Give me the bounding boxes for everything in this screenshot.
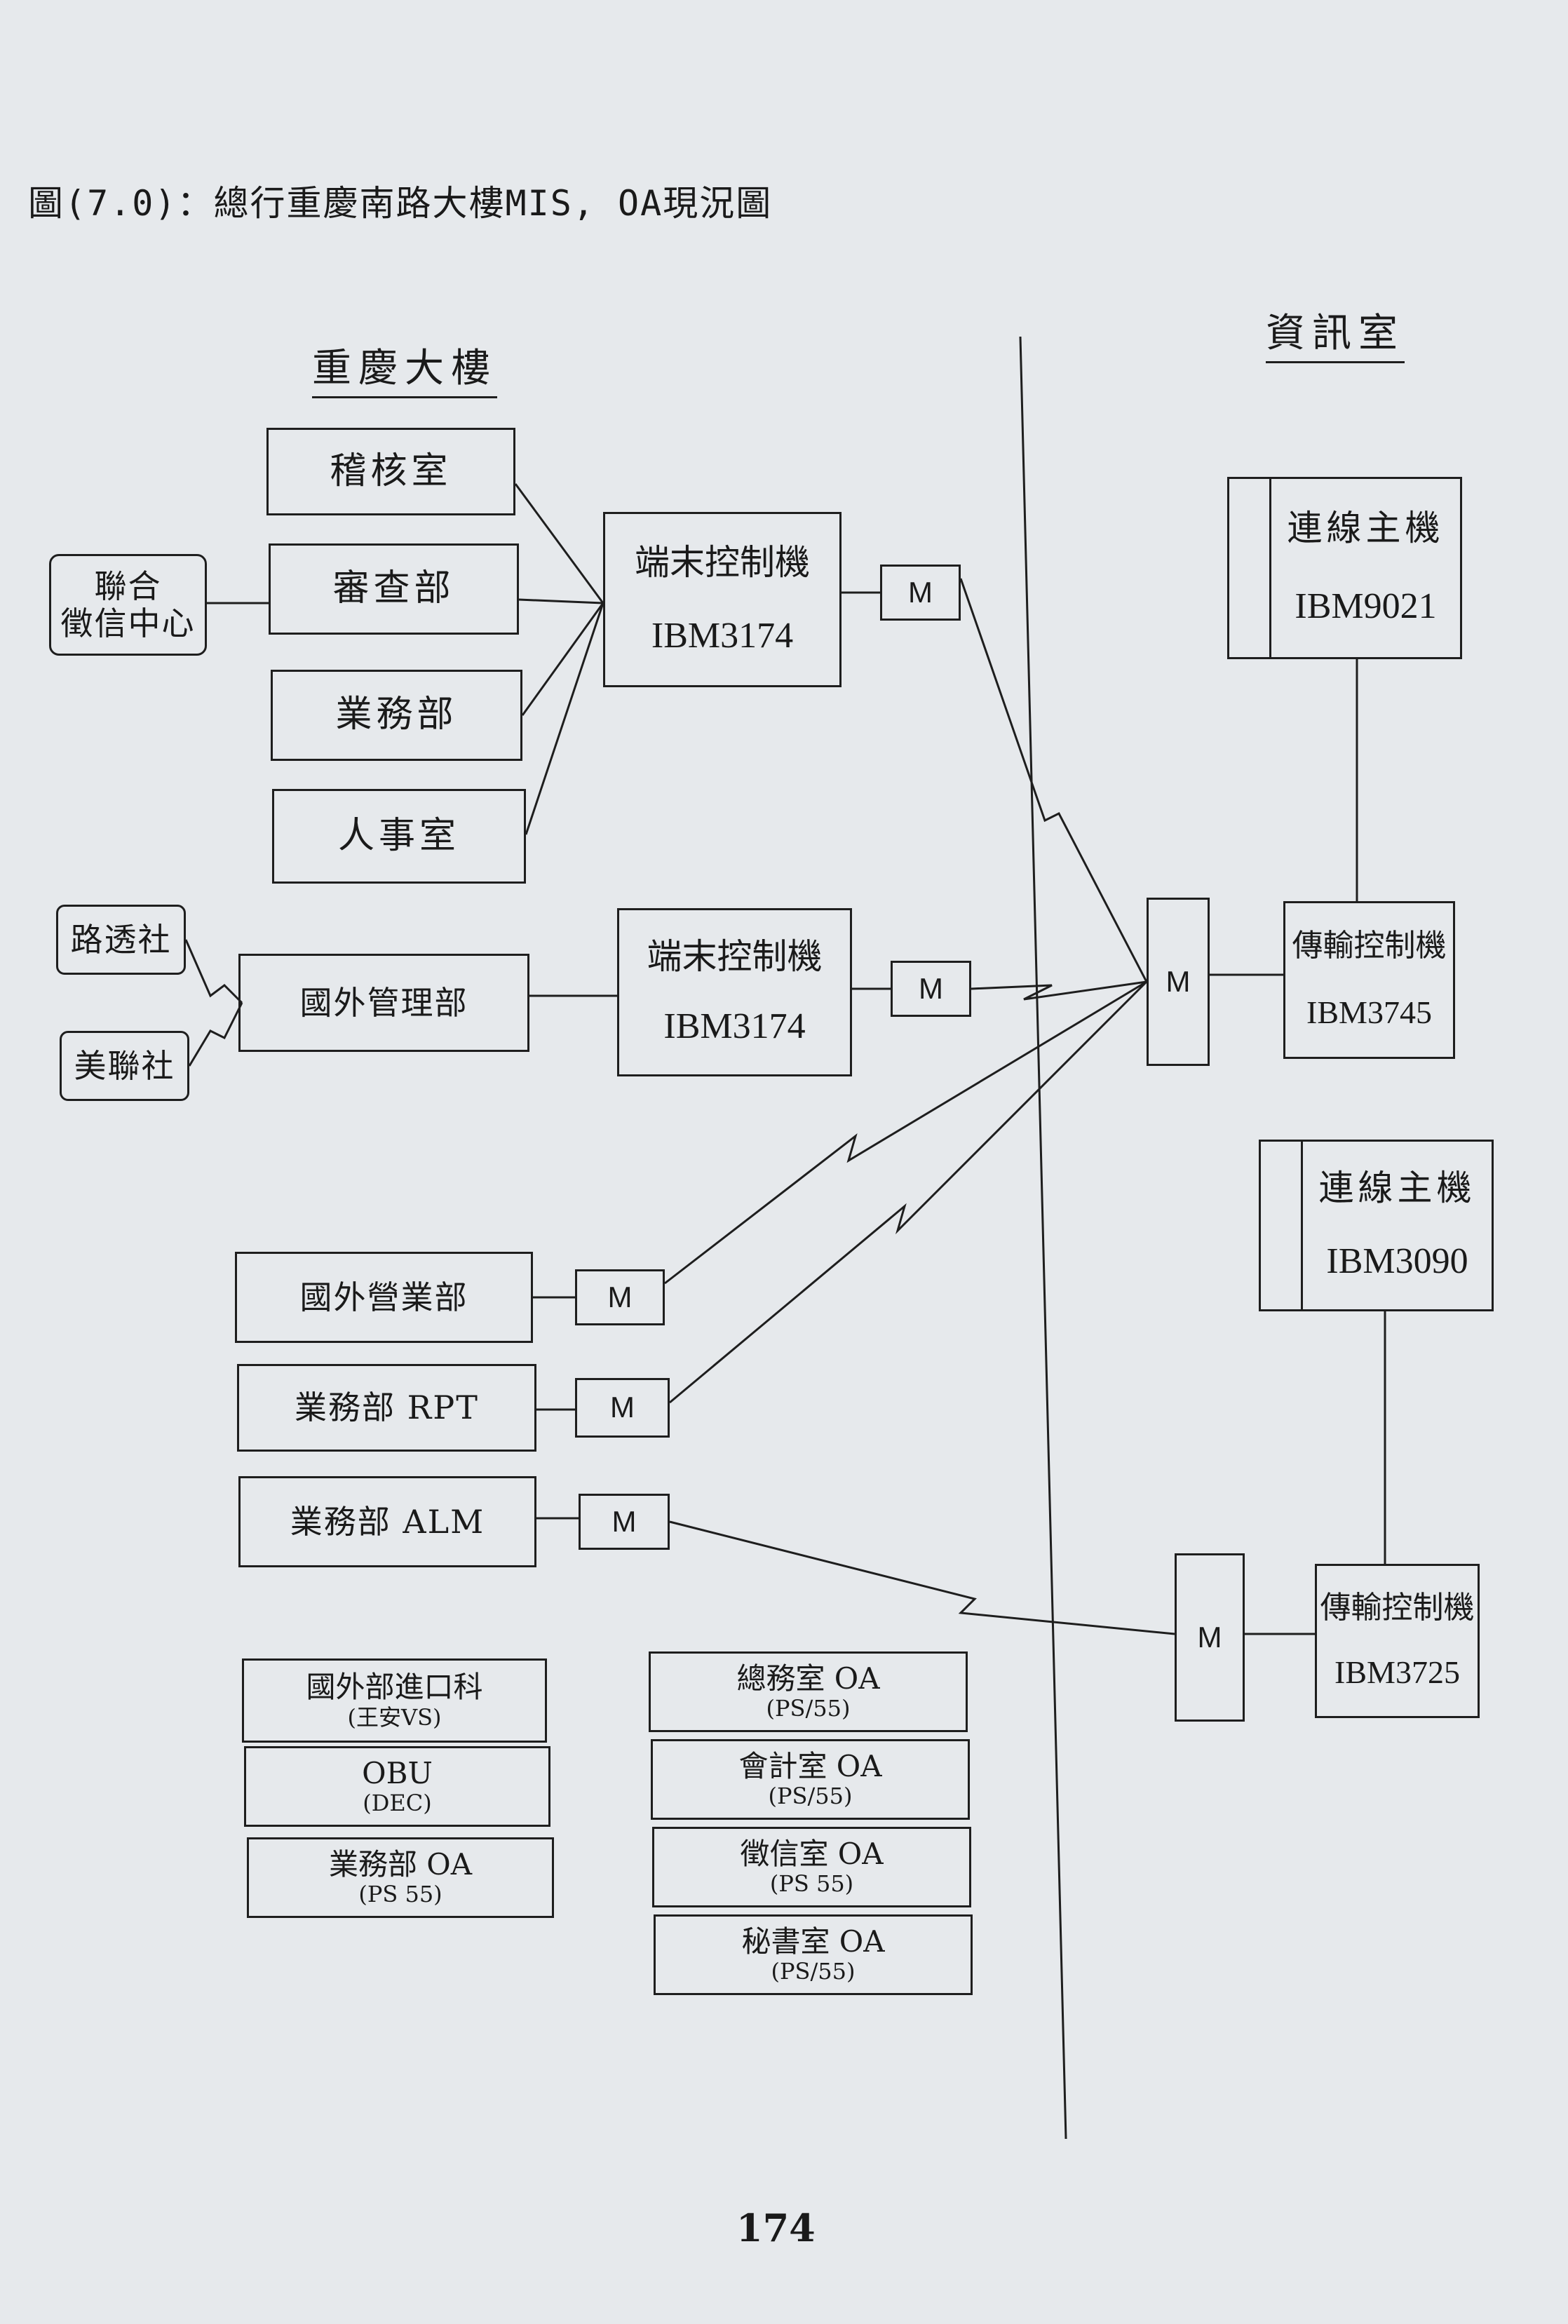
box-lianhe-label: 聯合 徵信中心 xyxy=(60,567,196,642)
oa-box-right-3: 徵信室 OA (PS 55) xyxy=(652,1827,971,1907)
mainframe-2-model: IBM3090 xyxy=(1326,1241,1468,1281)
link-modem1-central xyxy=(959,578,1148,982)
oa-box-left-2-sub: (DEC) xyxy=(363,1790,432,1817)
modem-1-label: M xyxy=(908,575,933,609)
section-label-left: 重慶大樓 xyxy=(312,337,497,398)
oa-box-right-2-name: 會計室 OA xyxy=(738,1748,882,1783)
box-lutou-label: 路透社 xyxy=(70,920,172,959)
oa-box-left-3-sub: (PS 55) xyxy=(358,1881,442,1908)
oa-box-right-2: 會計室 OA (PS/55) xyxy=(651,1739,970,1820)
box-jihe: 稽核室 xyxy=(266,428,515,515)
oa-box-right-4-sub: (PS/55) xyxy=(771,1958,856,1985)
oa-box-right-4-name: 秘書室 OA xyxy=(741,1924,885,1959)
box-guowai-mgmt-label: 國外管理部 xyxy=(299,983,468,1022)
mainframe-1-strip xyxy=(1229,479,1271,657)
oa-box-right-4: 秘書室 OA (PS/55) xyxy=(654,1914,973,1995)
link-lutou-guowai xyxy=(184,939,243,1004)
box-yewu-label: 業務部 xyxy=(335,694,458,736)
box-guowai-ops: 國外營業部 xyxy=(235,1252,533,1343)
oa-box-left-2-name: OBU xyxy=(362,1755,433,1790)
transmission-controller-2: 傳輸控制機 IBM3725 xyxy=(1315,1564,1480,1718)
box-shencha-label: 審查部 xyxy=(332,567,455,610)
terminal-controller-1: 端末控制機 IBM3174 xyxy=(603,512,842,687)
mainframe-2-strip xyxy=(1261,1142,1303,1309)
terminal-controller-2: 端末控制機 IBM3174 xyxy=(617,908,852,1076)
box-jihe-label: 稽核室 xyxy=(330,450,452,492)
modem-1: M xyxy=(880,565,961,621)
modem-5: M xyxy=(579,1494,670,1550)
link-rpt-central xyxy=(669,980,1148,1404)
terminal-controller-2-model: IBM3174 xyxy=(663,1006,806,1047)
transmission-controller-1-name: 傳輸控制機 xyxy=(1292,927,1447,964)
mainframe-1-name: 連線主機 xyxy=(1287,508,1445,549)
box-guowai-ops-label: 國外營業部 xyxy=(299,1278,468,1316)
link-renshi-ctrl1 xyxy=(525,602,604,835)
terminal-controller-2-name: 端末控制機 xyxy=(647,936,823,978)
link-alm-central2 xyxy=(669,1520,1175,1635)
box-yewu-rpt: 業務部 RPT xyxy=(237,1364,536,1452)
section-label-right: 資訊室 xyxy=(1266,302,1405,363)
box-yewu-alm-label: 業務部 ALM xyxy=(290,1502,485,1541)
modem-2: M xyxy=(891,961,971,1017)
box-yewu-rpt-label: 業務部 RPT xyxy=(295,1389,479,1427)
box-meilian-label: 美聯社 xyxy=(74,1046,175,1085)
mainframe-2: 連線主機 IBM3090 xyxy=(1259,1140,1494,1311)
oa-box-right-3-sub: (PS 55) xyxy=(769,1870,854,1898)
box-lianhe: 聯合 徵信中心 xyxy=(49,554,207,656)
oa-box-left-1-sub: (王安VS) xyxy=(347,1703,442,1731)
terminal-controller-1-name: 端末控制機 xyxy=(635,541,810,583)
modem-central: M xyxy=(1147,898,1210,1066)
terminal-controller-1-model: IBM3174 xyxy=(651,615,794,656)
figure-title: 圖(7.0)：總行重慶南路大樓MIS, OA現況圖 xyxy=(28,183,773,224)
link-guowaiops-central xyxy=(664,980,1147,1285)
link-yewu-ctrl1 xyxy=(521,602,604,716)
oa-box-right-1-sub: (PS/55) xyxy=(766,1695,851,1722)
modem-4: M xyxy=(575,1378,670,1438)
oa-box-right-1-name: 總務室 OA xyxy=(736,1661,880,1696)
link-shencha-ctrl1 xyxy=(518,598,604,604)
modem-5-label: M xyxy=(611,1504,637,1538)
link-modem2-central xyxy=(971,980,1147,1001)
box-shencha: 審查部 xyxy=(269,543,519,635)
transmission-controller-2-name: 傳輸控制機 xyxy=(1320,1589,1475,1626)
box-renshi-label: 人事室 xyxy=(337,814,460,857)
modem-4-label: M xyxy=(610,1391,635,1424)
transmission-controller-1: 傳輸控制機 IBM3745 xyxy=(1283,901,1455,1059)
oa-box-left-3: 業務部 OA (PS 55) xyxy=(247,1837,554,1918)
oa-box-left-1: 國外部進口科 (王安VS) xyxy=(242,1658,547,1743)
oa-box-left-3-name: 業務部 OA xyxy=(328,1846,473,1882)
transmission-controller-1-model: IBM3745 xyxy=(1306,994,1432,1031)
link-meilian-guowai xyxy=(188,1002,243,1067)
box-yewu-alm: 業務部 ALM xyxy=(238,1476,536,1567)
box-meilian: 美聯社 xyxy=(60,1031,189,1101)
oa-box-right-3-name: 徵信室 OA xyxy=(740,1836,884,1871)
modem-central-2-label: M xyxy=(1197,1620,1222,1654)
oa-box-left-1-name: 國外部進口科 xyxy=(306,1670,483,1705)
oa-box-left-2: OBU (DEC) xyxy=(244,1746,550,1827)
page-number: 174 xyxy=(736,2205,816,2250)
link-jihe-ctrl1 xyxy=(514,483,604,604)
transmission-controller-2-model: IBM3725 xyxy=(1334,1654,1460,1691)
box-yewu: 業務部 xyxy=(271,670,522,761)
box-guowai-mgmt: 國外管理部 xyxy=(238,954,529,1052)
modem-central-label: M xyxy=(1165,964,1191,998)
box-lutou: 路透社 xyxy=(56,905,186,975)
oa-box-right-1: 總務室 OA (PS/55) xyxy=(649,1651,968,1732)
oa-box-right-2-sub: (PS/55) xyxy=(768,1783,853,1810)
modem-2-label: M xyxy=(919,971,943,1005)
box-renshi: 人事室 xyxy=(272,789,526,884)
mainframe-1: 連線主機 IBM9021 xyxy=(1227,477,1462,659)
mainframe-1-model: IBM9021 xyxy=(1295,586,1437,627)
divider-line xyxy=(1019,336,1067,2140)
modem-central-2: M xyxy=(1175,1553,1245,1722)
modem-3: M xyxy=(575,1269,665,1325)
modem-3-label: M xyxy=(607,1280,633,1313)
mainframe-2-name: 連線主機 xyxy=(1318,1168,1476,1209)
